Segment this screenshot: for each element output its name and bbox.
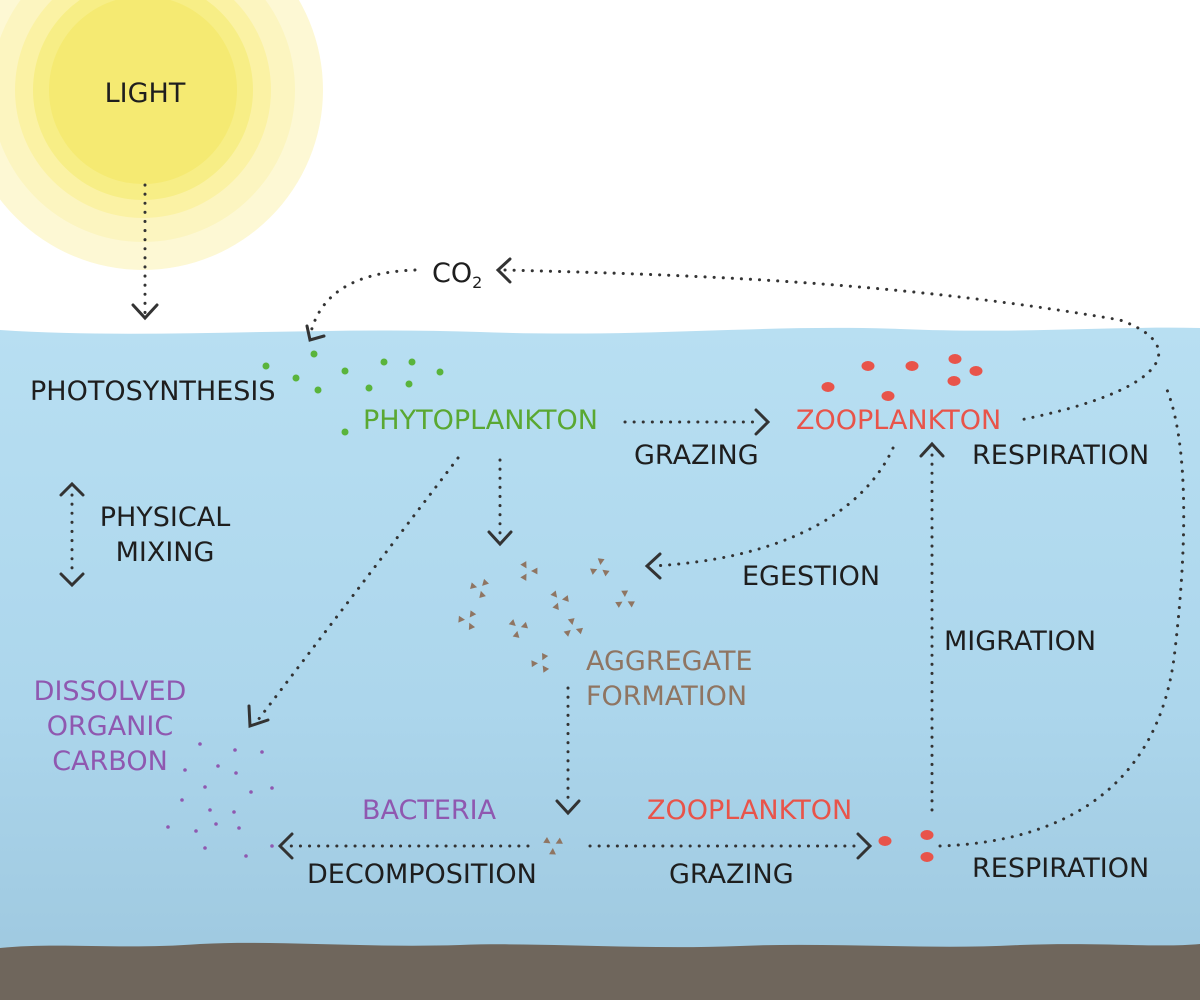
bottom-respiration-loop-arrow (938, 383, 1186, 848)
aggregate-wedge (479, 590, 486, 598)
doc-arrowhead (247, 704, 270, 729)
aggregate-wedge (602, 569, 610, 577)
bacteria-label: BACTERIA (362, 795, 497, 826)
aggregate-particle (458, 610, 477, 630)
mixing-arrowhead-up (59, 481, 85, 497)
aggregate-wedge (575, 627, 583, 635)
physical-mixing-label-line2: MIXING (115, 537, 215, 568)
co2-label-main: CO (432, 258, 473, 289)
co2-label: CO2 (432, 256, 482, 301)
aggregate-wedge (615, 601, 623, 608)
light-arrowhead (131, 303, 159, 321)
aggregate-wedge (468, 622, 476, 630)
phytoplankton-cluster (262, 350, 444, 436)
aggregate-wedge (597, 558, 605, 566)
aggregate-wedge (552, 602, 559, 610)
aggregate-particle (508, 619, 528, 638)
respiration-bottom-label: RESPIRATION (972, 853, 1150, 884)
physical-mixing-label-line1: PHYSICAL (99, 502, 231, 533)
aggregate-wedge (520, 573, 527, 581)
egestion-label: EGESTION (742, 561, 881, 592)
aggregate-particle (543, 837, 563, 855)
seafloor (0, 942, 1200, 1000)
grazing-top-label: GRAZING (634, 440, 759, 471)
aggregate-wedge (531, 567, 538, 575)
aggregate-wedge (627, 601, 635, 608)
aggregate-wedge (508, 619, 516, 626)
aggregate-wedge (621, 590, 629, 598)
aggregate-wedge (561, 595, 569, 602)
aggregate-particle (563, 618, 583, 637)
aggregate-particle (531, 653, 550, 673)
sinking-arrowhead (555, 799, 581, 816)
doc-label-line2: ORGANIC (46, 711, 174, 742)
aggregate-particle-cluster (458, 558, 635, 855)
mixing-arrowhead-down (59, 572, 85, 588)
aggregate-particle (520, 561, 538, 581)
sun-icon (0, 0, 323, 270)
grazing-arrowhead-bottom (856, 832, 873, 860)
aggregate-wedge (590, 568, 598, 575)
aggregate-wedge (469, 610, 477, 618)
respiration-to-co2-arrow (503, 268, 1161, 422)
co2-arrowhead (495, 257, 512, 284)
zooplankton-cluster-top (821, 354, 983, 401)
aggregate-particle (615, 590, 635, 608)
decomposition-label: DECOMPOSITION (307, 859, 537, 890)
doc-particle-cluster (166, 742, 274, 858)
co2-arrowhead-photo (305, 324, 326, 342)
decomposition-arrowhead (277, 832, 294, 860)
aggregate-wedge (520, 561, 527, 569)
doc-label-line3: CARBON (52, 746, 168, 777)
aggregate-wedge (563, 629, 571, 637)
respiration-top-label: RESPIRATION (972, 440, 1150, 471)
migration-label: MIGRATION (944, 626, 1097, 657)
aggregate-wedge (531, 660, 539, 668)
aggregate-wedge (550, 590, 558, 598)
zooplankton-top-label: ZOOPLANKTON (796, 405, 1002, 436)
egestion-arrowhead (644, 552, 662, 580)
light-label: LIGHT (104, 78, 186, 109)
zooplankton-cluster-bottom (878, 830, 934, 862)
zooplankton-bottom-label: ZOOPLANKTON (647, 795, 853, 826)
grazing-arrowhead-top (754, 408, 771, 436)
grazing-bottom-label: GRAZING (669, 859, 794, 890)
aggregate-particle (550, 590, 569, 610)
egestion-arrow (650, 446, 895, 568)
aggregate-wedge (470, 582, 478, 590)
aggregate-particle (470, 578, 489, 598)
photosynthesis-label: PHOTOSYNTHESIS (30, 376, 276, 407)
aggregate-wedge (549, 847, 556, 855)
aggregate-wedge (512, 630, 520, 638)
aggregate-wedge (520, 621, 528, 629)
aggregate-wedge (542, 653, 549, 661)
aggregate-formation-label-line1: AGGREGATE (586, 646, 753, 677)
aggregate-wedge (543, 837, 551, 844)
aggregate-wedge (555, 837, 563, 844)
doc-label-line1: DISSOLVED (33, 676, 187, 707)
migration-arrowhead (919, 441, 945, 458)
aggregate-wedge (567, 618, 575, 626)
aggregate-arrowhead (487, 530, 513, 547)
ocean-water (0, 327, 1200, 961)
phyto-to-doc-arrow (256, 456, 460, 722)
aggregate-formation-label-line2: FORMATION (586, 681, 748, 712)
aggregate-wedge (482, 578, 489, 586)
co2-label-subscript: 2 (472, 273, 483, 292)
aggregate-wedge (542, 665, 550, 673)
co2-to-photosynthesis-arrow (308, 268, 417, 338)
phytoplankton-label: PHYTOPLANKTON (363, 405, 598, 436)
aggregate-wedge (458, 615, 466, 623)
aggregate-particle (590, 558, 610, 577)
